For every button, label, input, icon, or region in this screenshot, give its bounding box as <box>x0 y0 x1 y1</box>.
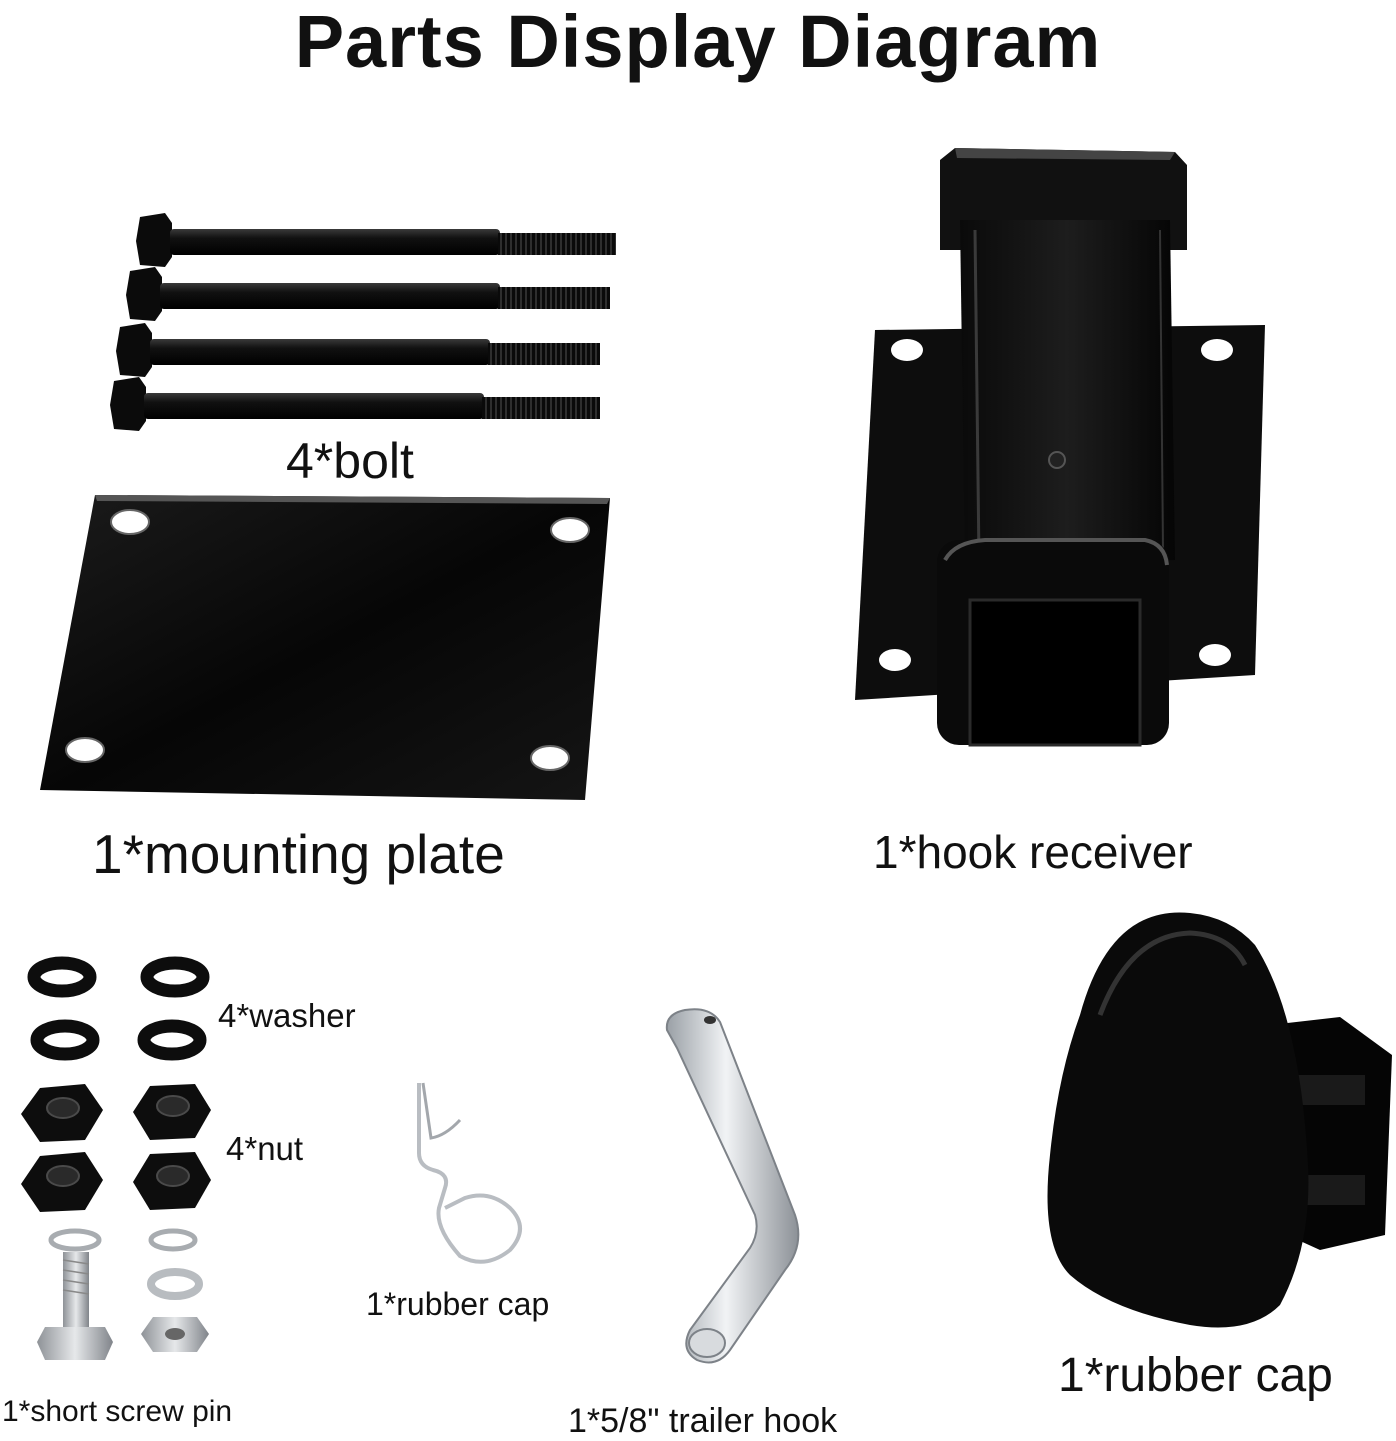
rubber-cap-label: 1*rubber cap <box>1058 1349 1333 1402</box>
page-title: Parts Display Diagram <box>294 0 1102 83</box>
rubber-cap <box>1040 905 1395 1330</box>
short-screw-pin <box>35 1222 215 1362</box>
washer-set <box>20 955 220 1075</box>
mounting-plate <box>35 490 615 805</box>
nut-set <box>15 1080 215 1220</box>
bolt-4 <box>110 377 600 431</box>
washer-2 <box>140 956 210 998</box>
bolt-1 <box>136 213 616 267</box>
clip-pin-label: 1*rubber cap <box>366 1286 550 1322</box>
washer-4 <box>137 1019 207 1061</box>
short-screw-pin-label: 1*short screw pin <box>2 1395 233 1428</box>
washer-1 <box>27 956 97 998</box>
hook-receiver <box>845 140 1275 760</box>
mounting-plate-label: 1*mounting plate <box>92 823 505 885</box>
bolt-2 <box>126 267 610 321</box>
washer-3 <box>30 1019 100 1061</box>
washer-label: 4*washer <box>218 997 356 1034</box>
hitch-clip-pin <box>405 1078 535 1273</box>
hook-receiver-label: 1*hook receiver <box>873 826 1193 878</box>
bolt-set <box>110 205 630 445</box>
bolt-label: 4*bolt <box>286 433 414 489</box>
trailer-hook-pin <box>655 1000 840 1375</box>
nut-label: 4*nut <box>226 1130 304 1167</box>
trailer-hook-label: 1*5/8" trailer hook <box>568 1402 838 1440</box>
bolt-3 <box>116 323 600 377</box>
